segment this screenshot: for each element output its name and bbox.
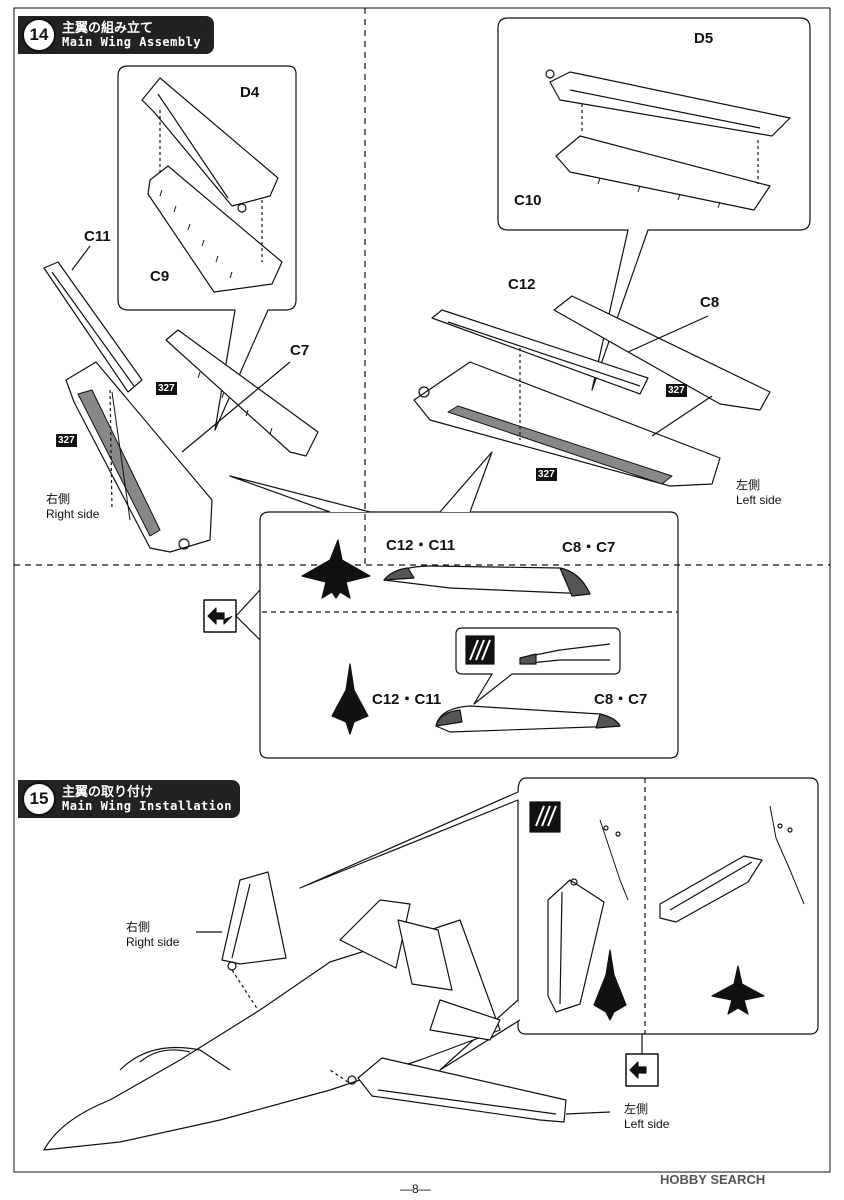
horizontal-stabilizer: [429, 999, 501, 1041]
side-label-left-15: 左側 Left side: [624, 1102, 669, 1132]
jet-silhouette-front-2: [711, 965, 765, 1015]
part-d4-shape: [141, 77, 279, 207]
right-side-jp: 右側: [46, 492, 71, 506]
part-c8-shape: [553, 295, 771, 411]
left-side-en-15: Left side: [624, 1117, 670, 1131]
jet-silhouette-front-1: [593, 949, 627, 1021]
callout-box-d5: [497, 17, 811, 391]
right-side-jp-15: 右側: [126, 920, 151, 934]
part-label-c8: C8: [700, 294, 720, 311]
step-15-header: 15 主翼の取り付け Main Wing Installation: [18, 780, 240, 818]
step-14-title-en: Main Wing Assembly: [62, 35, 202, 49]
watermark: HOBBY SEARCH: [660, 1172, 766, 1187]
part-label-c12: C12: [508, 276, 536, 293]
side-label-right-14: 右側 Right side: [46, 492, 99, 522]
pair-label-c8-c7-top: C8・C7: [562, 539, 616, 556]
page-number: —8—: [400, 1182, 431, 1196]
paint-code-327-a: 327: [156, 382, 177, 395]
part-label-c10: C10: [514, 192, 542, 209]
pair-label-c12-c11-bottom: C12・C11: [372, 691, 442, 708]
part-label-c9: C9: [150, 268, 170, 285]
side-label-right-15: 右側 Right side: [126, 920, 179, 950]
part-label-d5: D5: [694, 30, 714, 47]
comparison-box: [259, 511, 679, 759]
part-d5-shape: [549, 71, 791, 137]
right-side-en-15: Right side: [126, 935, 180, 949]
pair-label-c8-c7-bottom: C8・C7: [594, 691, 648, 708]
jet-silhouette-top-2: [331, 663, 369, 735]
callout-box-d4: [117, 65, 297, 431]
paint-code-327-b: 327: [56, 434, 77, 447]
part-label-c11: C11: [84, 228, 111, 245]
wing-detail-swept: [659, 855, 763, 923]
left-wing-shape: [413, 361, 721, 487]
part-c9-shape: [147, 165, 283, 293]
part-label-c7: C7: [290, 342, 310, 359]
part-c10-shape: [555, 135, 771, 211]
step-14-header: 14 主翼の組み立て Main Wing Assembly: [18, 16, 214, 54]
install-callout-box: [299, 777, 819, 1035]
left-side-en: Left side: [736, 493, 782, 507]
step-14-number: 14: [22, 18, 56, 52]
left-side-jp-15: 左側: [624, 1102, 649, 1116]
step-15-title-jp: 主翼の取り付け: [62, 784, 154, 799]
pair-label-c12-c11-top: C12・C11: [386, 537, 456, 554]
right-wing-install: [221, 871, 287, 965]
part-label-d4: D4: [240, 84, 260, 101]
wing-detail-extended: [547, 879, 605, 1013]
part-c7-shape: [165, 329, 319, 457]
right-side-en: Right side: [46, 507, 100, 521]
left-wing-install: [357, 1057, 567, 1123]
left-side-jp: 左側: [736, 478, 761, 492]
vertical-tail-1: [339, 899, 411, 969]
detail-inset: [455, 627, 621, 705]
vertical-tail-2: [397, 919, 453, 991]
right-wing-shape: [65, 361, 213, 553]
jet-silhouette-top-1: [301, 539, 371, 599]
part-c12-shape: [431, 309, 649, 395]
airfoil-extended: [383, 565, 591, 595]
page-frame: [13, 7, 831, 1173]
airfoil-retracted: [435, 705, 621, 733]
step-15-number: 15: [22, 782, 56, 816]
step-14-title-jp: 主翼の組み立て: [62, 20, 154, 35]
paint-code-327-d: 327: [536, 468, 557, 481]
paint-code-327-c: 327: [666, 384, 687, 397]
step-15-title-en: Main Wing Installation: [62, 799, 232, 813]
side-label-left-14: 左側 Left side: [736, 478, 781, 508]
